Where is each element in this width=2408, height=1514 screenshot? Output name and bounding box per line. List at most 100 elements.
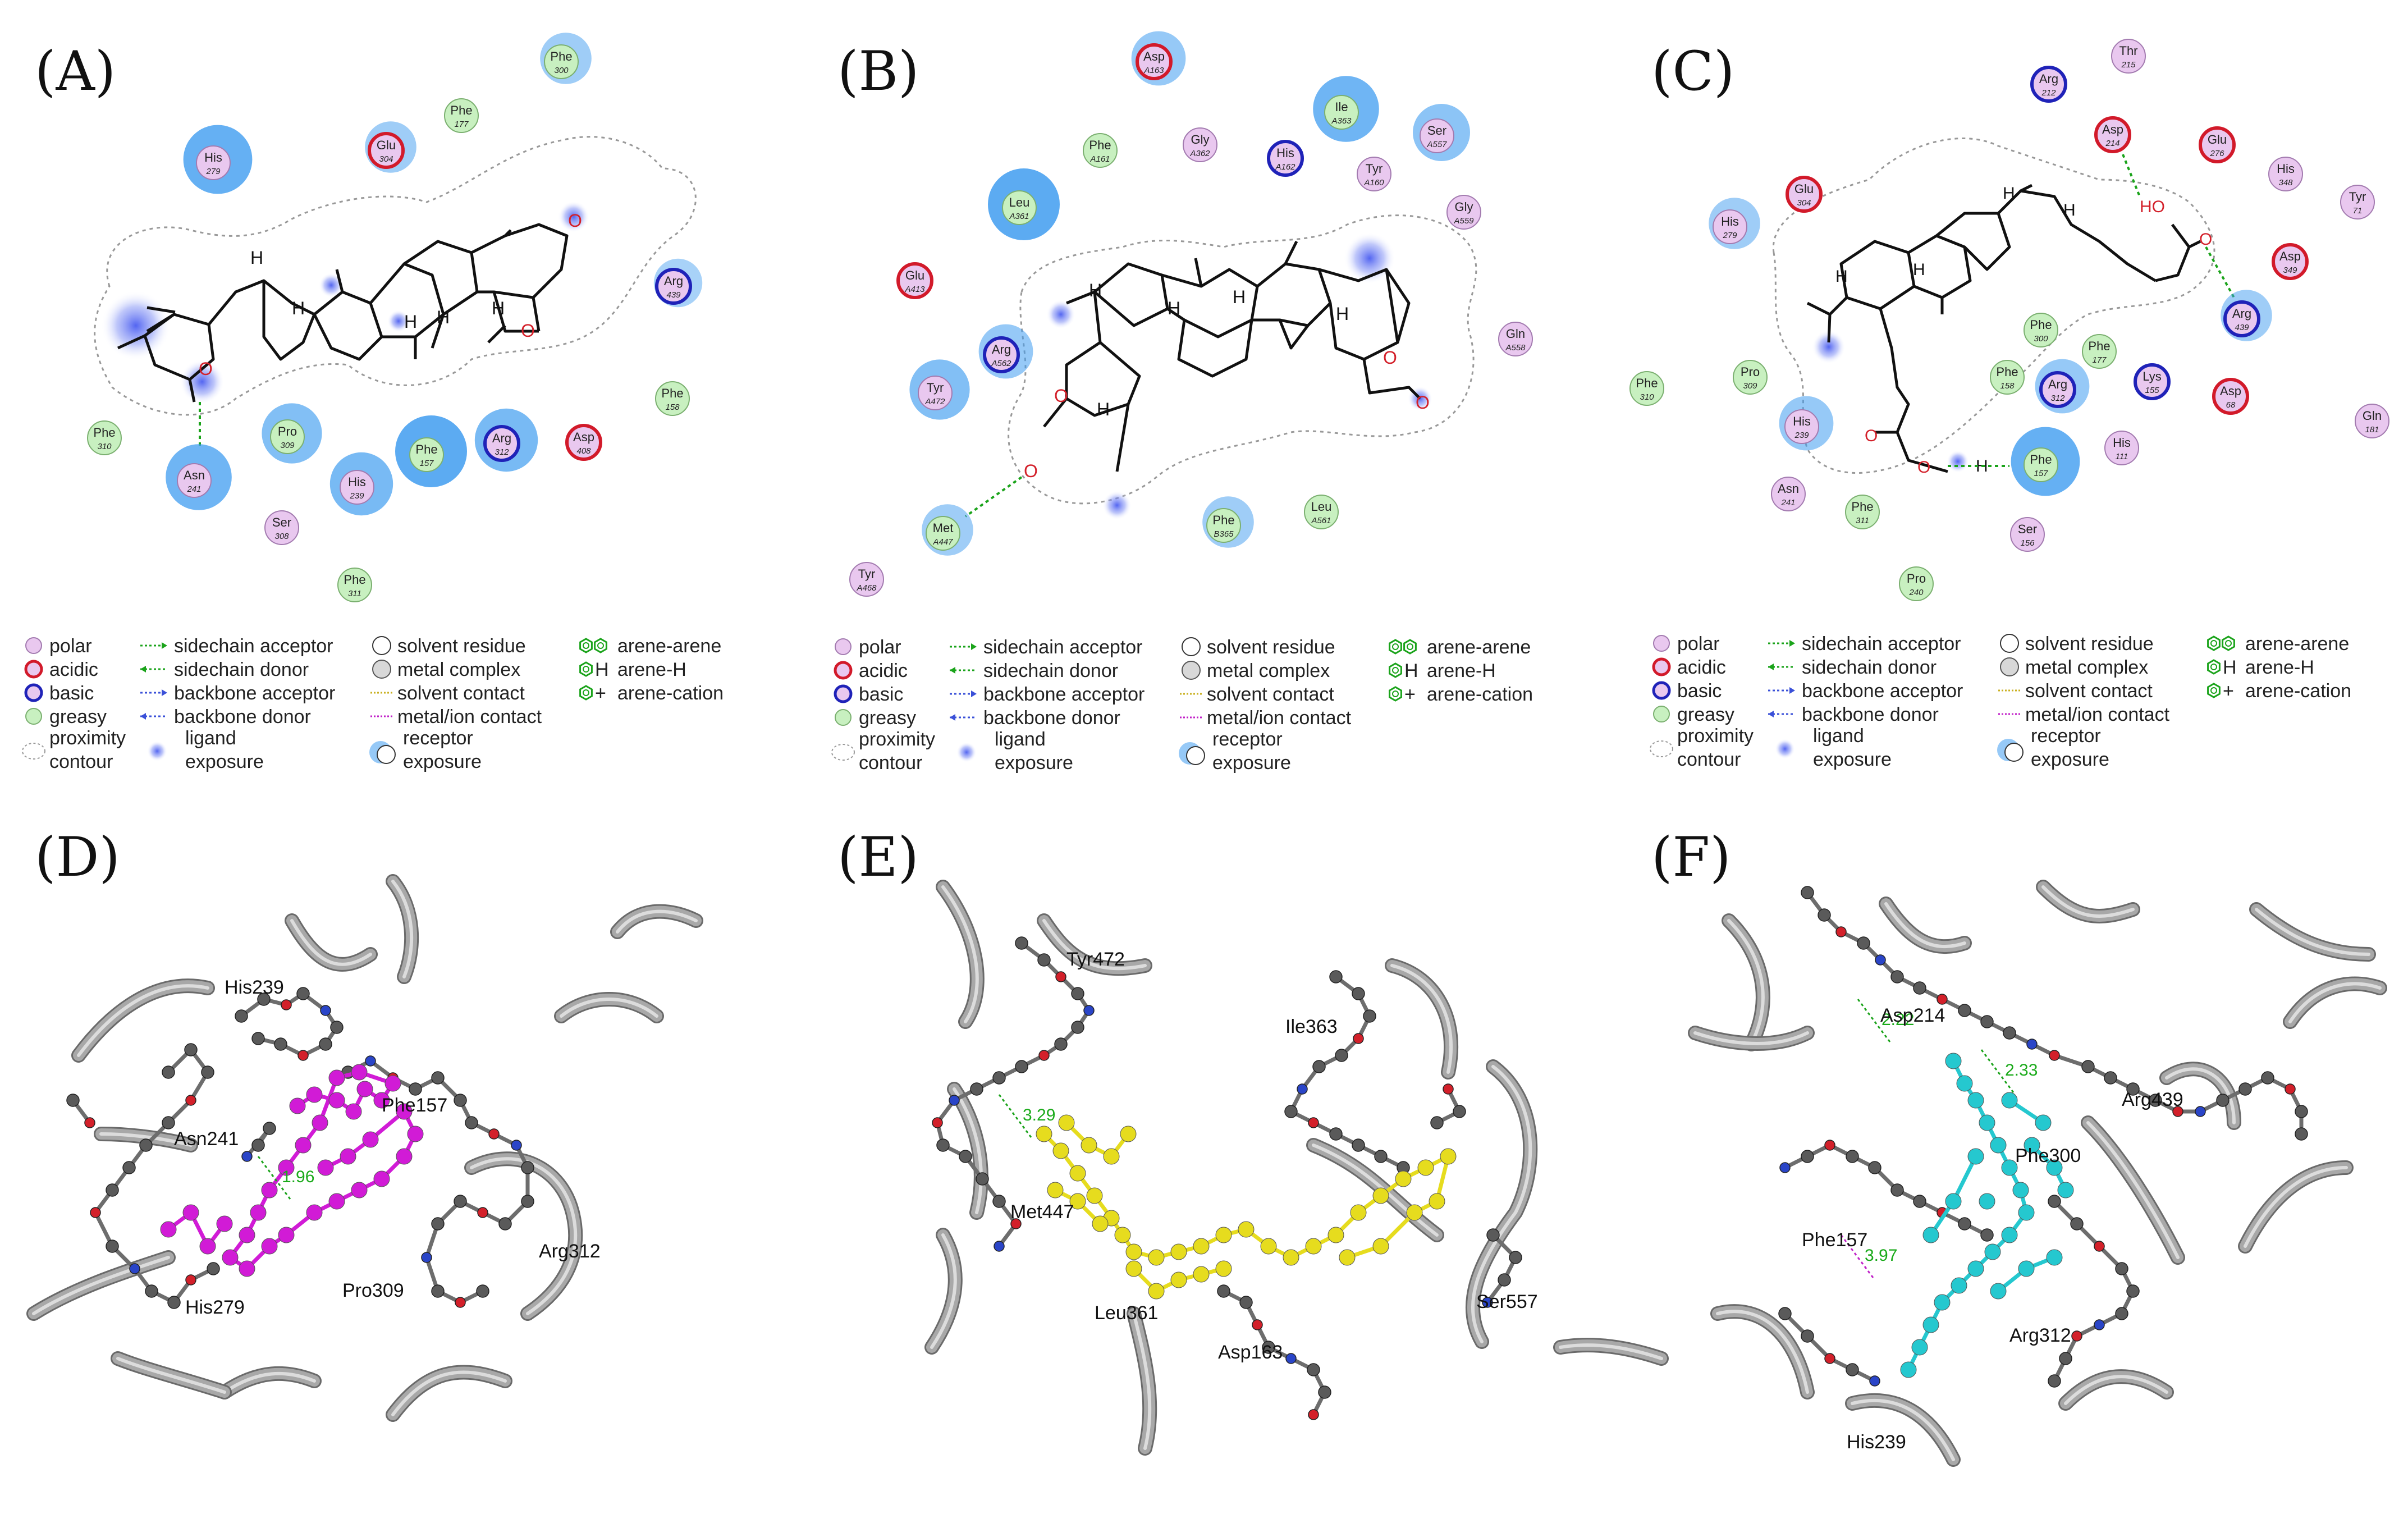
contact-distance: 2.33 [2005, 1061, 2038, 1080]
ribbon-highlight [1716, 1310, 1809, 1394]
residue-atom [431, 1284, 445, 1298]
residue-disc [1733, 360, 1768, 395]
legend-label-greasy: greasy [49, 706, 107, 728]
residue-disc [444, 98, 479, 133]
ligand-structure [1806, 184, 2201, 473]
legend-label-arene-arene: arene-arene [617, 635, 721, 657]
ligand-atom [351, 1182, 368, 1199]
residue-atom [1869, 1375, 1880, 1387]
legend-swatch-proximity [1650, 740, 1673, 757]
ligand-atom [345, 1103, 362, 1120]
svg-text:O: O [1383, 347, 1397, 368]
residue-atom [455, 1297, 466, 1308]
panel-f-3d-pose: 2.222.333.97Asp214Arg439Phe300Phe157Arg3… [1688, 880, 2387, 1467]
residue-atom [296, 987, 310, 1000]
ligand-atom [1215, 1260, 1232, 1277]
residue-name: Ile [1335, 100, 1348, 114]
ligand-atom [317, 1159, 334, 1176]
residue-number: A362 [1189, 149, 1210, 158]
residue-atom [84, 1117, 95, 1128]
legend-label-metal-ion-contact: metal/ion contact [2025, 704, 2170, 725]
residue-label-leu361: Leu361 [1095, 1302, 1158, 1324]
ligand-blobs [101, 201, 589, 404]
residue-number: A363 [1331, 116, 1352, 126]
residue-label-asp163: Asp163 [1218, 1342, 1283, 1363]
legend-label-metal-ion-contact: metal/ion contact [397, 706, 542, 728]
residue-disc [1771, 477, 1806, 511]
residue-name: Phe [344, 573, 365, 587]
residue-number: B365 [1214, 529, 1234, 539]
residue-name: Leu [1009, 195, 1030, 209]
residue-atom [2126, 1284, 2140, 1298]
residue-atom [162, 1065, 175, 1079]
ribbon-highlight [2041, 885, 2135, 918]
ligand-atom [295, 1137, 312, 1154]
residue-disc [2340, 185, 2375, 219]
ligand-atom [373, 1170, 390, 1187]
legend-swatch-greasy [1653, 706, 1670, 722]
residue-disc [1304, 495, 1339, 529]
residue-atom [1010, 1218, 1022, 1229]
ribbon-highlight [1884, 902, 1966, 949]
legend-swatch-greasy [835, 709, 852, 726]
residue-disc [1845, 495, 1880, 529]
svg-text:H: H [2063, 201, 2076, 219]
residue-label-phe157: Phe157 [1802, 1229, 1867, 1251]
residue-atom [1801, 1329, 1814, 1343]
residue-atom [2295, 1105, 2308, 1118]
residue-atom [257, 992, 271, 1006]
residue-asp-214: Asp214 [2094, 116, 2131, 153]
residue-atom [1329, 1127, 1343, 1141]
residue-atom [1252, 1319, 1263, 1330]
legend-label-solvent-contact: solvent contact [397, 683, 525, 704]
ligand-bond [1951, 1155, 1978, 1202]
svg-text:O: O [568, 211, 582, 231]
residue-atom [1443, 1083, 1454, 1095]
ribbon-highlight [1559, 1343, 1663, 1360]
residue-atom [1980, 1228, 1994, 1242]
residue-disc [2010, 517, 2045, 552]
residue-atom [477, 1207, 488, 1218]
residue-atom [959, 1150, 972, 1163]
legend-icon-arene-cation: + [579, 683, 606, 704]
residue-disc [1357, 157, 1391, 191]
legend-label-solvent-residue: solvent residue [2025, 633, 2154, 655]
proximity-contour [1772, 138, 2215, 474]
ligand-atom-labels: O O O H H H H H [199, 211, 582, 379]
svg-text:O: O [1054, 386, 1068, 406]
residue-number: 157 [419, 459, 434, 468]
residue-atom [1363, 1009, 1376, 1023]
residue-arg-439: Arg439 [653, 258, 703, 308]
residue-disc [1324, 95, 1359, 130]
residue-disc [2272, 243, 2309, 280]
residue-name: Ser [272, 515, 291, 529]
legend-label-ligand: ligand [995, 729, 1046, 750]
ligand-atom [1058, 1114, 1075, 1131]
residue-name: Tyr [2349, 190, 2366, 204]
ribbon-highlight [2165, 1067, 2236, 1124]
residue-atom [2094, 1319, 2105, 1330]
residue-atom [1875, 954, 1886, 966]
residue-disc [2039, 371, 2076, 408]
residue-name: His [1721, 214, 1739, 228]
legend-2: polaracidicbasicgreasyproximitycontoursi… [831, 637, 1533, 774]
residue-atom [1329, 970, 1343, 984]
ligand-atom [1440, 1148, 1457, 1165]
residue-disc [1206, 508, 1241, 543]
residue-phe-157: Phe157 [2011, 427, 2080, 496]
legend-label-sidechain-donor: sidechain donor [174, 659, 309, 680]
residue-disc [926, 516, 960, 551]
ligand-atom [1372, 1238, 1389, 1255]
panel-label-b: (B) [837, 40, 919, 103]
hbond-line [964, 476, 1023, 518]
ligand-atom [1990, 1283, 2007, 1300]
residue-number: A558 [1505, 343, 1526, 353]
residue-atom [1824, 1140, 1835, 1151]
residue-atom [320, 1005, 331, 1016]
ligand-atom [2001, 1227, 2018, 1243]
ligand-atom [261, 1238, 278, 1255]
